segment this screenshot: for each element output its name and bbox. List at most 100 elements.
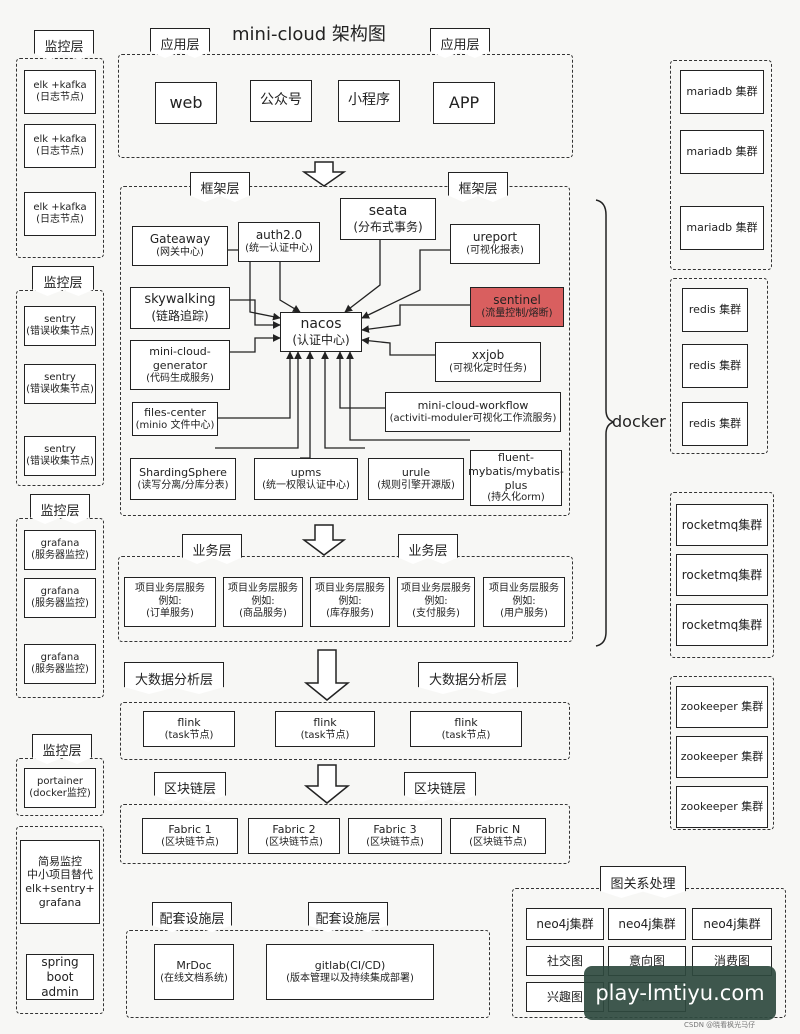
business-2-line-3: (商品服务) [239,608,287,620]
monitor-grafana-container [16,518,104,698]
grafana-1-name: grafana [40,537,80,549]
elk-2-name: elk +kafka [33,133,87,145]
zookeeper-node-2: zookeeper 集群 [676,736,768,778]
spring-line-3: admin [41,984,79,999]
upms-box: upms (统一权限认证中心) [254,458,358,500]
zookeeper-cluster-container [670,676,774,830]
generator-name-1: mini-cloud- [149,345,211,358]
elk-3-name: elk +kafka [33,201,87,213]
sentinel-name: sentinel [493,293,541,308]
business-3-line-1: 项目业务层服务 [315,583,385,595]
business-service-4: 项目业务层服务 例如: (支付服务) [397,577,475,627]
watermark-badge: play-lmtiyu.com [584,966,776,1020]
seata-box: seata (分布式事务) [340,198,436,240]
rocketmq-node-3: rocketmq集群 [676,604,768,646]
app-layer-container [118,54,573,158]
graph-social: 社交图 [526,946,604,976]
flink-node-3: flink (task节点) [410,711,522,747]
sentry-node-2: sentry (错误收集节点) [24,364,96,404]
skywalking-box: skywalking (链路追踪) [130,287,230,329]
neo4j-node-2: neo4j集群 [608,908,686,940]
files-sub: (minio 文件中心) [135,419,215,431]
fabric-node-2: Fabric 2 (区块链节点) [248,818,340,854]
sharding-name: ShardingSphere [139,465,227,479]
flink-2-name: flink [313,715,337,729]
sentry-node-1: sentry (错误收集节点) [24,306,96,346]
generator-sub: (代码生成服务) [146,372,214,384]
skywalking-name: skywalking [144,292,216,308]
simple-line-1: 简易监控 [38,854,82,868]
spring-boot-admin-box: spring boot admin [26,954,94,1000]
fluent-mybatis-box: fluent- mybatis/mybatis- plus (持久化orm) [468,450,564,506]
grafana-3-name: grafana [40,651,80,663]
business-1-line-2: 例如: [158,595,182,607]
workflow-box: mini-cloud-workflow (activiti-moduler可视化… [385,392,561,432]
blockchain-layer-container [120,804,570,864]
neo4j-node-3: neo4j集群 [692,908,772,940]
flink-3-sub: (task节点) [441,729,491,741]
grafana-2-sub: (服务器监控) [31,598,89,609]
framework-layer-label-right: 框架层 [448,172,508,202]
fabric-3-sub: (区块链节点) [366,836,424,848]
nacos-sub: (认证中心) [292,333,350,348]
gateway-name: Gateaway [149,232,211,247]
xxjob-name: xxjob [471,348,505,363]
sentry-3-name: sentry [44,443,76,455]
simple-monitor-box: 简易监控 中小项目替代 elk+sentry+ grafana [20,840,100,924]
app-web: web [155,82,217,124]
redis-node-3: redis 集群 [682,402,748,446]
grafana-3-sub: (服务器监控) [31,664,89,675]
mariadb-node-1: mariadb 集群 [680,70,764,114]
auth-name: auth2.0 [255,228,303,243]
business-2-line-1: 项目业务层服务 [228,583,298,595]
blockchain-layer-label: 区块链层 [154,772,226,802]
business-5-line-3: (用户服务) [500,608,548,620]
fabric-1-name: Fabric 1 [168,822,212,836]
spring-line-2: boot [46,969,74,984]
ureport-box: ureport (可视化报表) [450,224,540,264]
business-1-line-3: (订单服务) [146,608,194,620]
mariadb-node-2: mariadb 集群 [680,130,764,174]
app-official-account: 公众号 [250,80,312,122]
nacos-name: nacos [300,315,342,332]
business-3-line-2: 例如: [338,595,362,607]
business-service-2: 项目业务层服务 例如: (商品服务) [223,577,303,627]
mrdoc-sub: (在线文档系统) [160,972,228,984]
gitlab-name: gitlab(CI/CD) [314,958,386,972]
sentry-1-sub: (错误收集节点) [26,326,94,337]
urule-box: urule (规则引擎开源版) [368,458,464,500]
grafana-node-3: grafana (服务器监控) [24,644,96,684]
upms-sub: (统一权限认证中心) [262,479,350,491]
graph-label: 图关系处理 [600,866,686,898]
simple-line-2: 中小项目替代 [27,868,93,882]
fabric-2-sub: (区块链节点) [265,836,323,848]
grafana-1-sub: (服务器监控) [31,550,89,561]
fluent-sub: (持久化orm) [487,492,545,504]
rocketmq-cluster-container [670,492,774,658]
nacos-box: nacos (认证中心) [280,312,362,352]
elk-1-name: elk +kafka [33,79,87,91]
sentry-3-sub: (错误收集节点) [26,456,94,467]
gitlab-sub: (版本管理以及持续集成部署) [286,972,414,984]
sharding-box: ShardingSphere (读写分离/分库分表) [130,458,236,500]
portainer-name: portainer [36,775,83,787]
generator-name-2: generator [152,358,208,372]
flink-3-name: flink [454,715,478,729]
fabric-n-sub: (区块链节点) [469,836,527,848]
elk-node-3: elk +kafka (日志节点) [24,192,96,236]
simple-line-3: elk+sentry+ [25,882,95,895]
xxjob-sub: (可视化定时任务) [449,363,527,375]
fabric-node-1: Fabric 1 (区块链节点) [142,818,238,854]
sentry-2-sub: (错误收集节点) [26,384,94,395]
business-2-line-2: 例如: [251,595,275,607]
business-1-line-1: 项目业务层服务 [135,583,205,595]
mrdoc-box: MrDoc (在线文档系统) [154,944,234,1000]
skywalking-sub: (链路追踪) [151,308,209,323]
fabric-node-3: Fabric 3 (区块链节点) [348,818,442,854]
docker-label: docker [612,412,666,431]
business-service-5: 项目业务层服务 例如: (用户服务) [483,577,565,627]
grafana-node-2: grafana (服务器监控) [24,578,96,618]
workflow-name: mini-cloud-workflow [417,398,529,412]
sentry-node-3: sentry (错误收集节点) [24,436,96,476]
spring-line-1: spring [41,954,79,969]
